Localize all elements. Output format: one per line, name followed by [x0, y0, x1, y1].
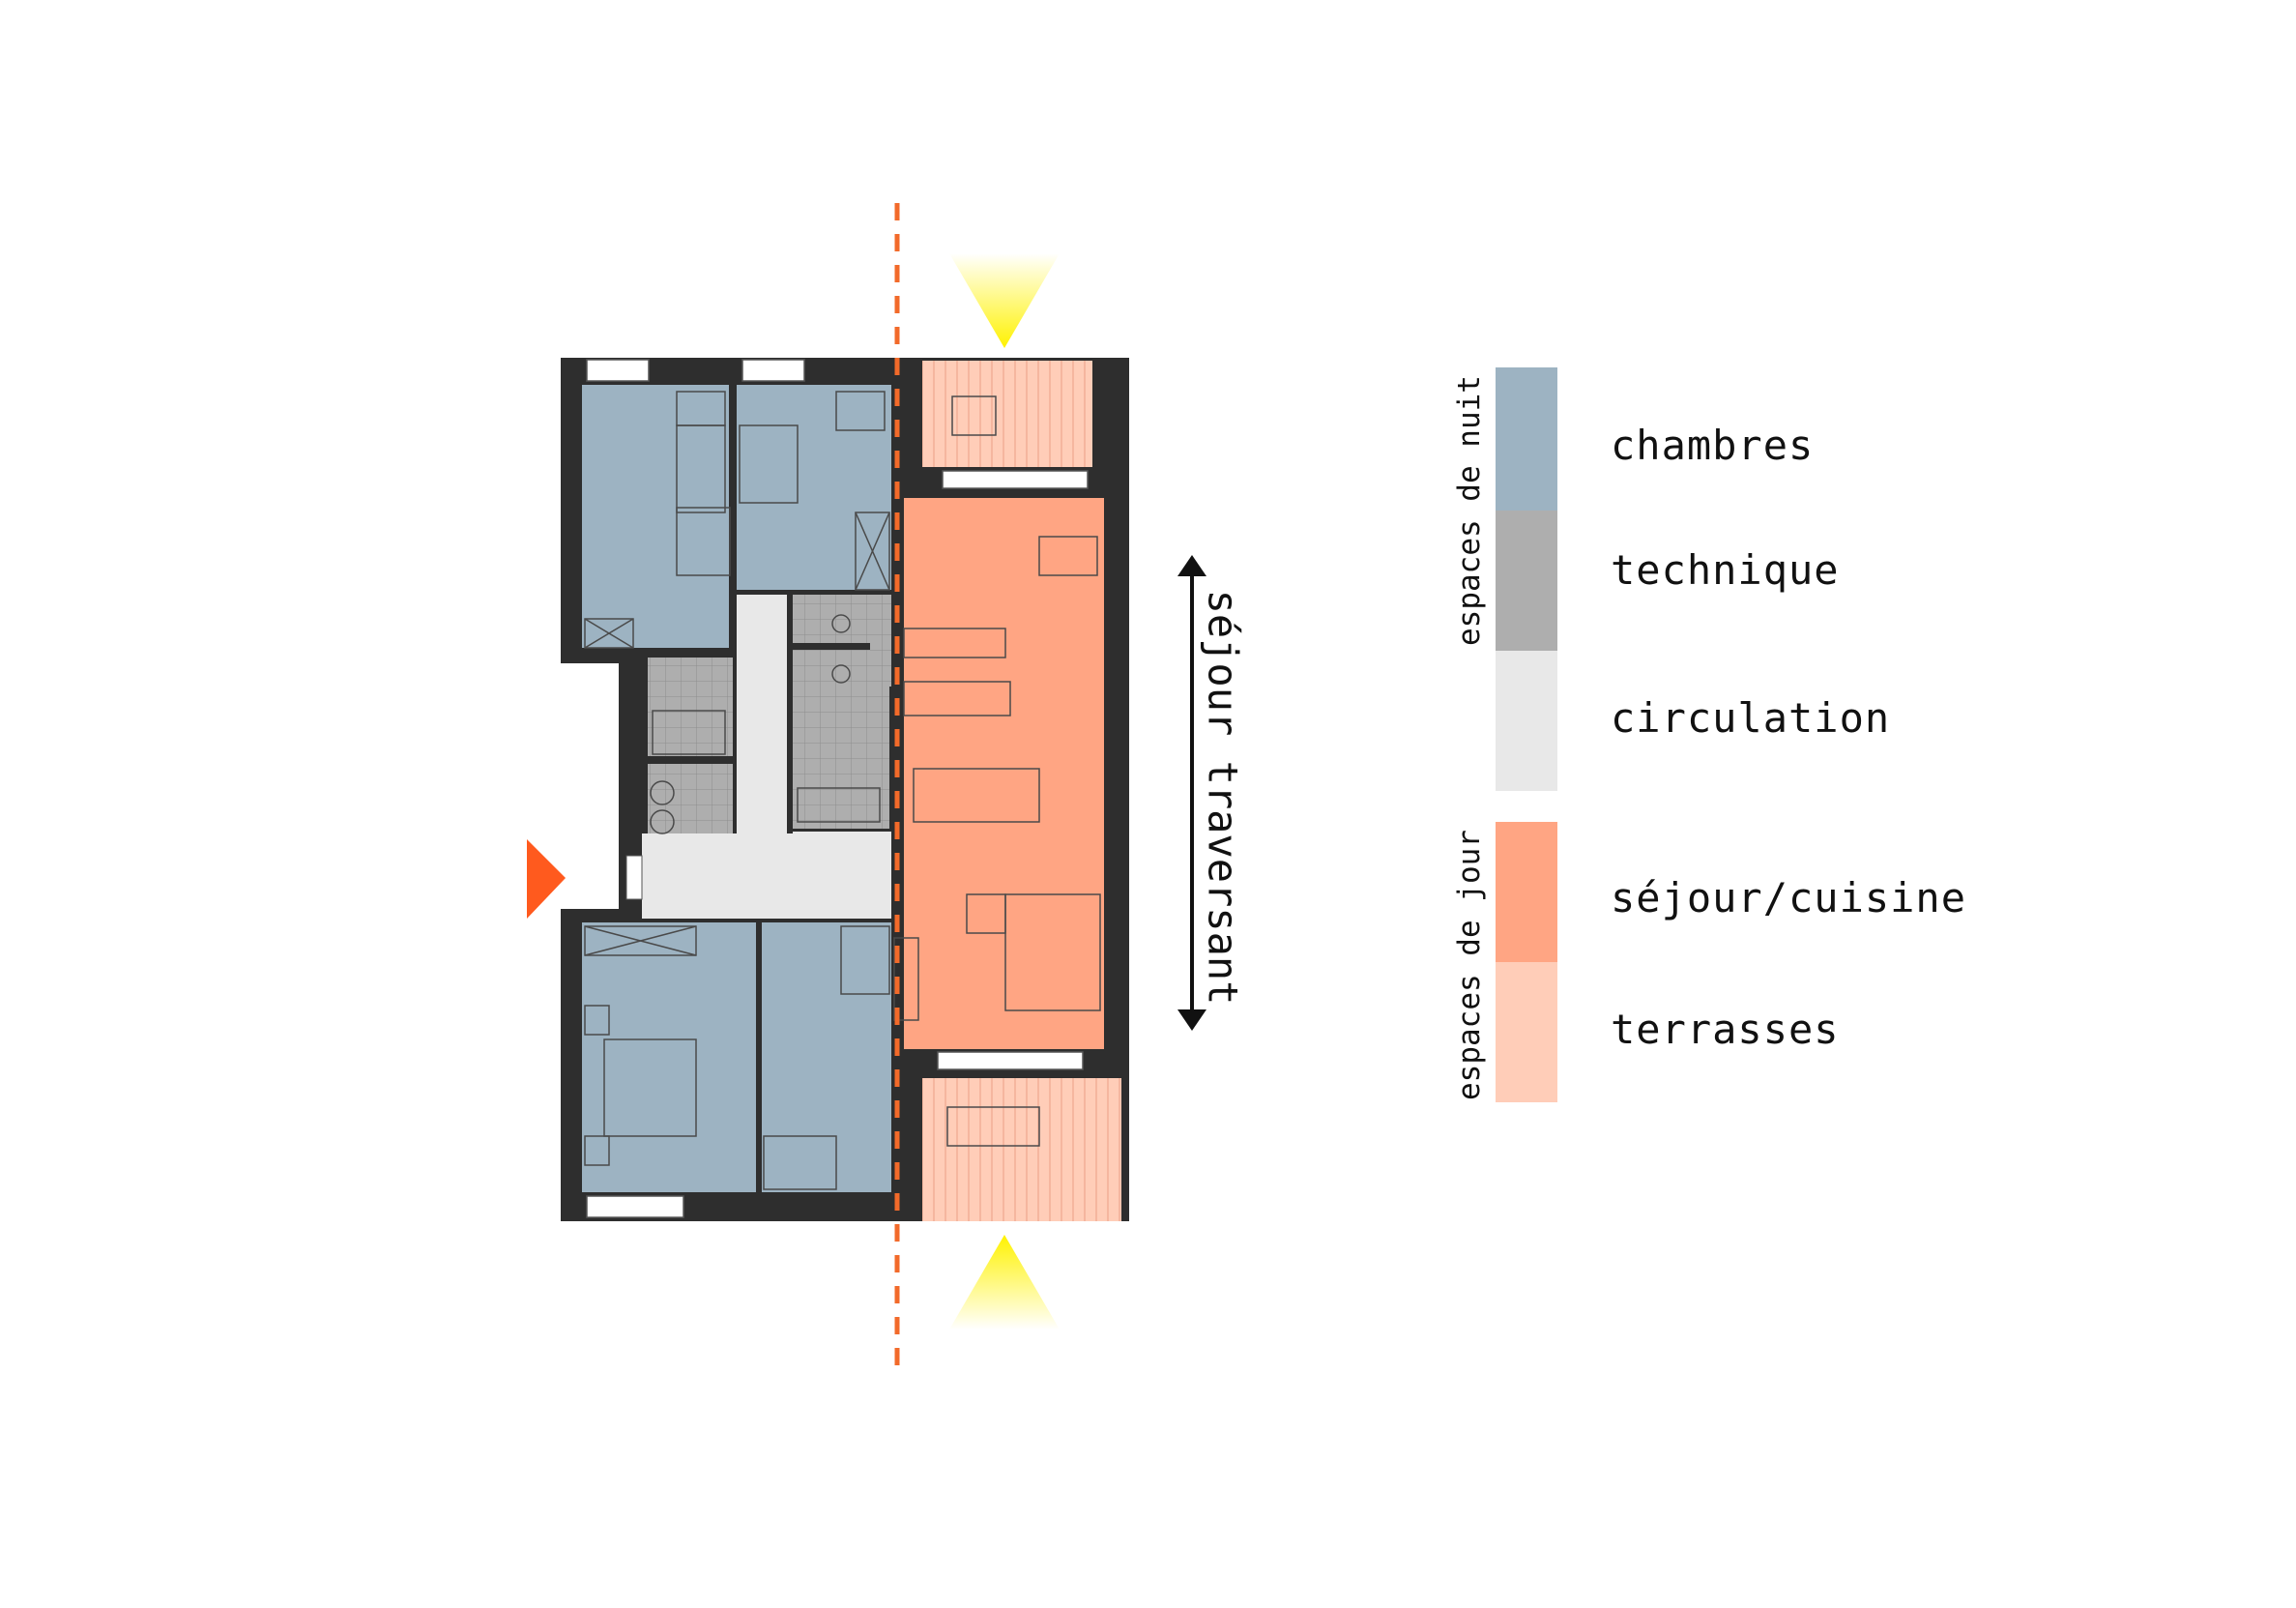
legend-label-sejour-cuisine: séjour/cuisine: [1611, 874, 1967, 921]
bedroom-3: [582, 922, 756, 1192]
sun-bottom-icon: [949, 1235, 1060, 1330]
bedroom-4: [762, 922, 891, 1192]
legend-label-terrasses: terrasses: [1611, 1006, 1840, 1053]
swatch-chambres: [1496, 367, 1557, 511]
bedrooms: [582, 385, 891, 1192]
terrace-top: [922, 361, 1092, 467]
bedroom-2: [737, 385, 891, 590]
terrace-bottom: [922, 1078, 1121, 1221]
group-label-jour: espaces de jour: [1452, 830, 1487, 1100]
living-kitchen: [904, 498, 1104, 1049]
legend-label-chambres: chambres: [1611, 422, 1815, 469]
windows: [586, 359, 1089, 1218]
entry-arrow-icon: [527, 839, 566, 919]
double-arrow-icon: [1177, 555, 1206, 1031]
swatch-technique: [1496, 511, 1557, 651]
swatch-sejour-cuisine: [1496, 822, 1557, 962]
furniture: [584, 391, 1101, 1190]
sejour-traversant-label: séjour traversant: [1199, 589, 1247, 1006]
group-label-nuit: espaces de nuit: [1452, 375, 1487, 646]
swatch-terrasses: [1496, 962, 1557, 1102]
legend-label-circulation: circulation: [1611, 694, 1891, 742]
swatch-circulation: [1496, 651, 1557, 791]
technique-rooms: [648, 595, 891, 847]
legend-label-technique: technique: [1611, 546, 1840, 594]
entry-opening: [561, 663, 619, 907]
circulation: [642, 595, 891, 919]
bedroom-1: [582, 385, 729, 648]
sun-top-icon: [949, 253, 1060, 348]
